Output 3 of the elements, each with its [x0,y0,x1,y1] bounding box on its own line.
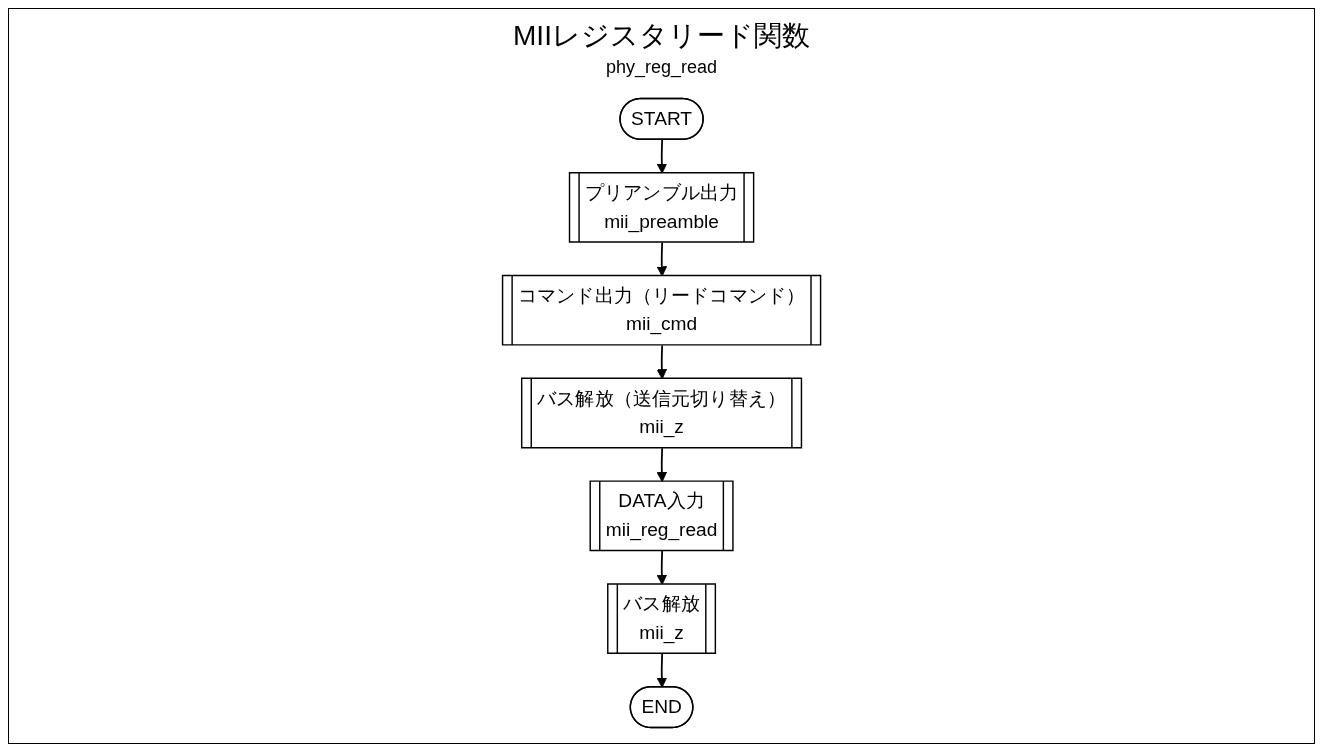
subtitle: phy_reg_read [605,57,718,78]
diagram-title: MIIレジスタリード関数 [513,19,810,53]
arrow [656,653,667,688]
